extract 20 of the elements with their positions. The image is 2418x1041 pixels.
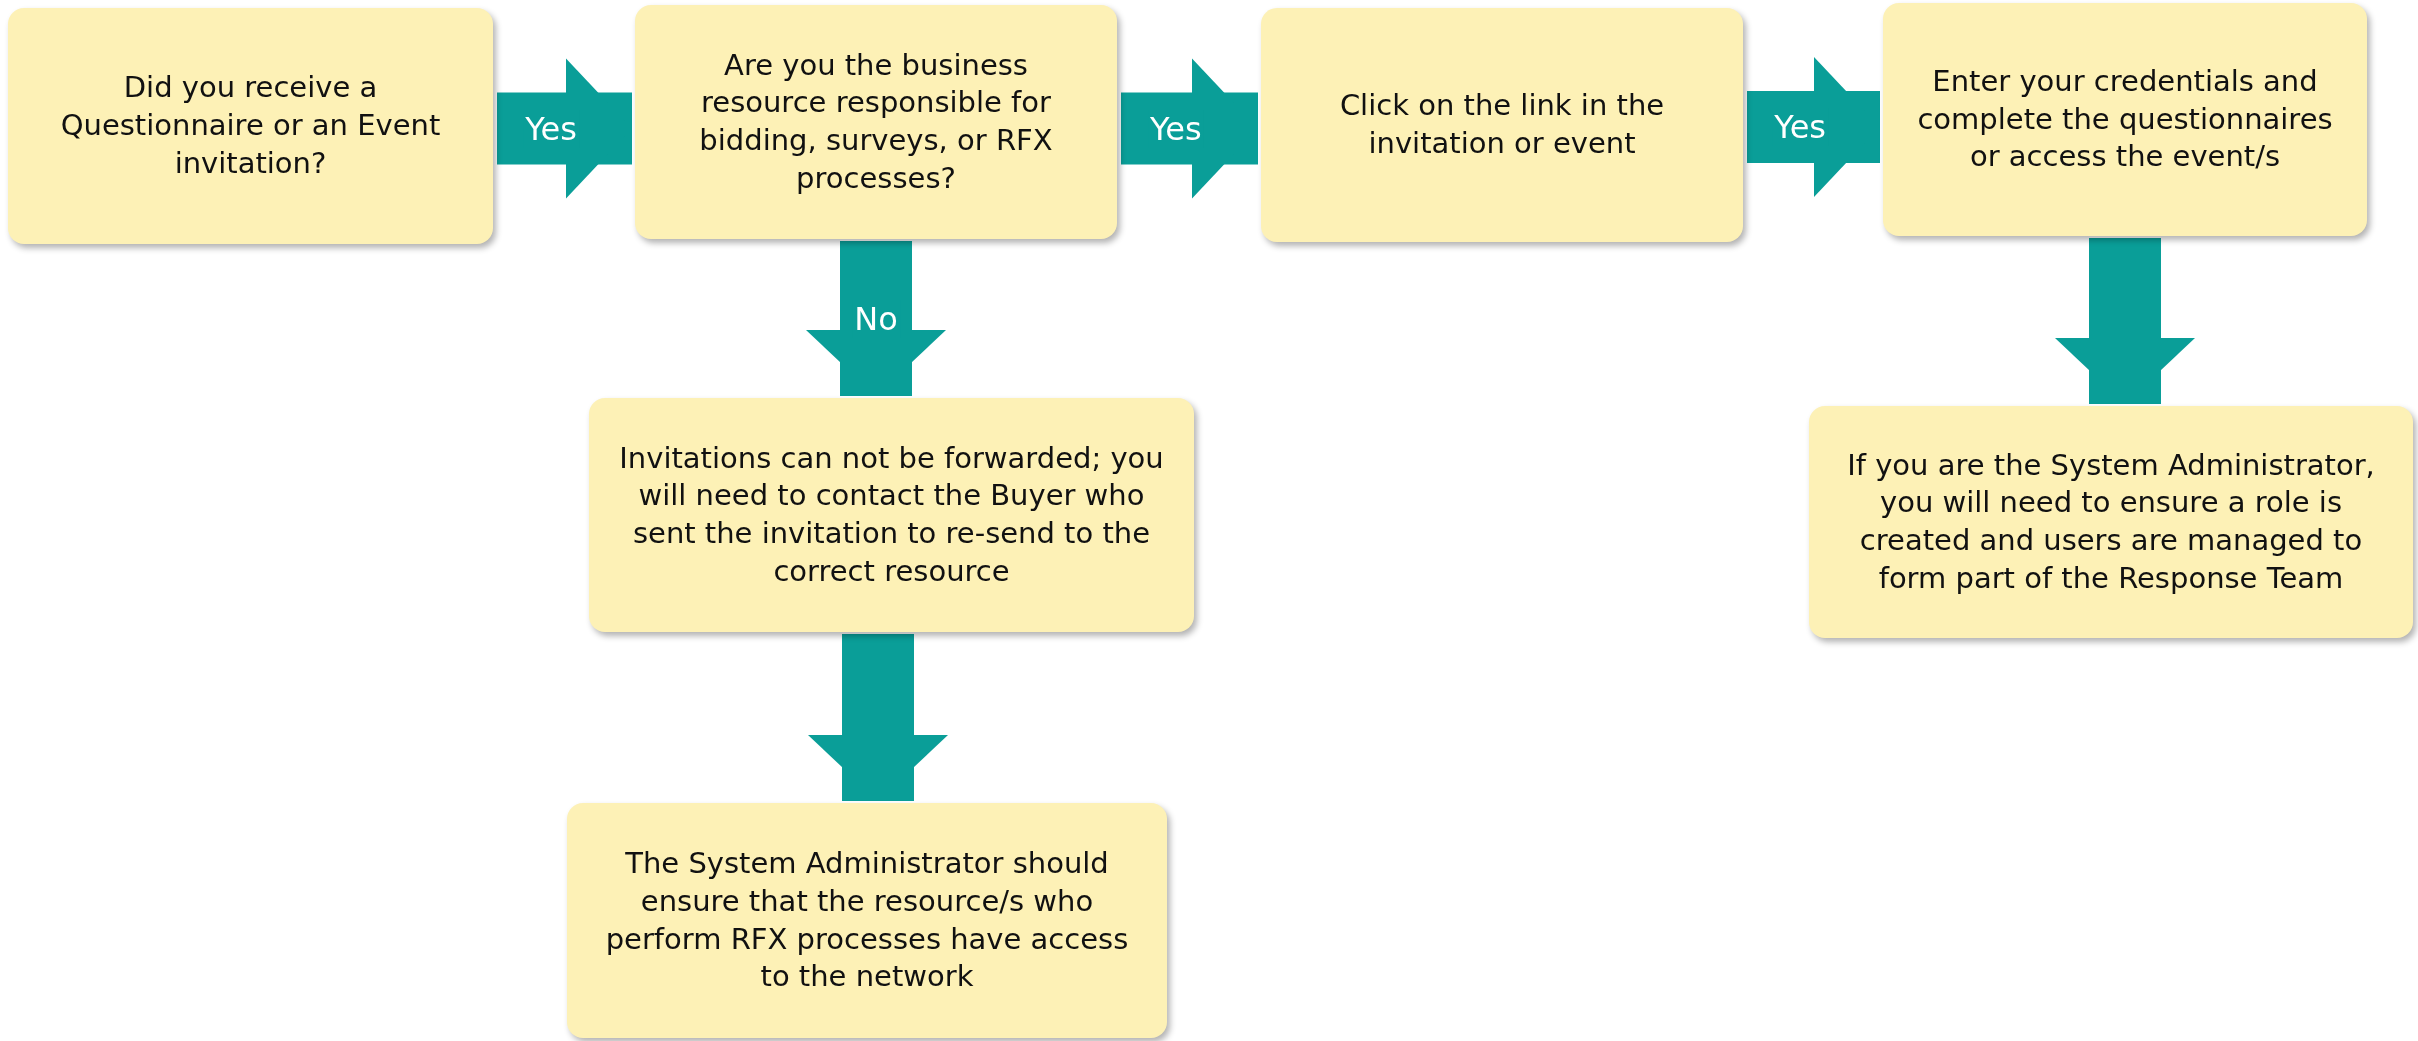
box-text: Click on the link in the invitation or event (1338, 87, 1666, 162)
process-box (635, 5, 1117, 239)
box-text: Did you receive a Questionnaire or an Event invitation? (59, 69, 442, 182)
process-box (567, 803, 1167, 1038)
box-text: The System Administrator should ensure that the resource/s who perform RFX processes have access to the network (604, 845, 1130, 996)
block-arrow (497, 58, 632, 199)
block-arrow (1121, 58, 1258, 199)
block-arrow (806, 241, 946, 396)
box-text: Are you the business resource responsible for bidding, surveys, or RFX processes? (698, 46, 1054, 197)
box-text: Invitations can not be forwarded; you will need to contact the Buyer who sent the invitation to re-send to the correct resource (618, 439, 1165, 590)
process-box (589, 398, 1194, 632)
process-box (1809, 406, 2413, 638)
process-box (8, 8, 493, 244)
process-box (1883, 3, 2367, 236)
block-arrow (1747, 57, 1880, 197)
block-arrow (808, 634, 948, 801)
process-box (1261, 8, 1743, 242)
block-arrow (2055, 238, 2195, 404)
box-text: If you are the System Administrator, you will need to ensure a role is created and users are managed to form part of the Response Team (1846, 446, 2376, 597)
box-text: Enter your credentials and complete the questionnaires or access the event/s (1916, 62, 2334, 176)
